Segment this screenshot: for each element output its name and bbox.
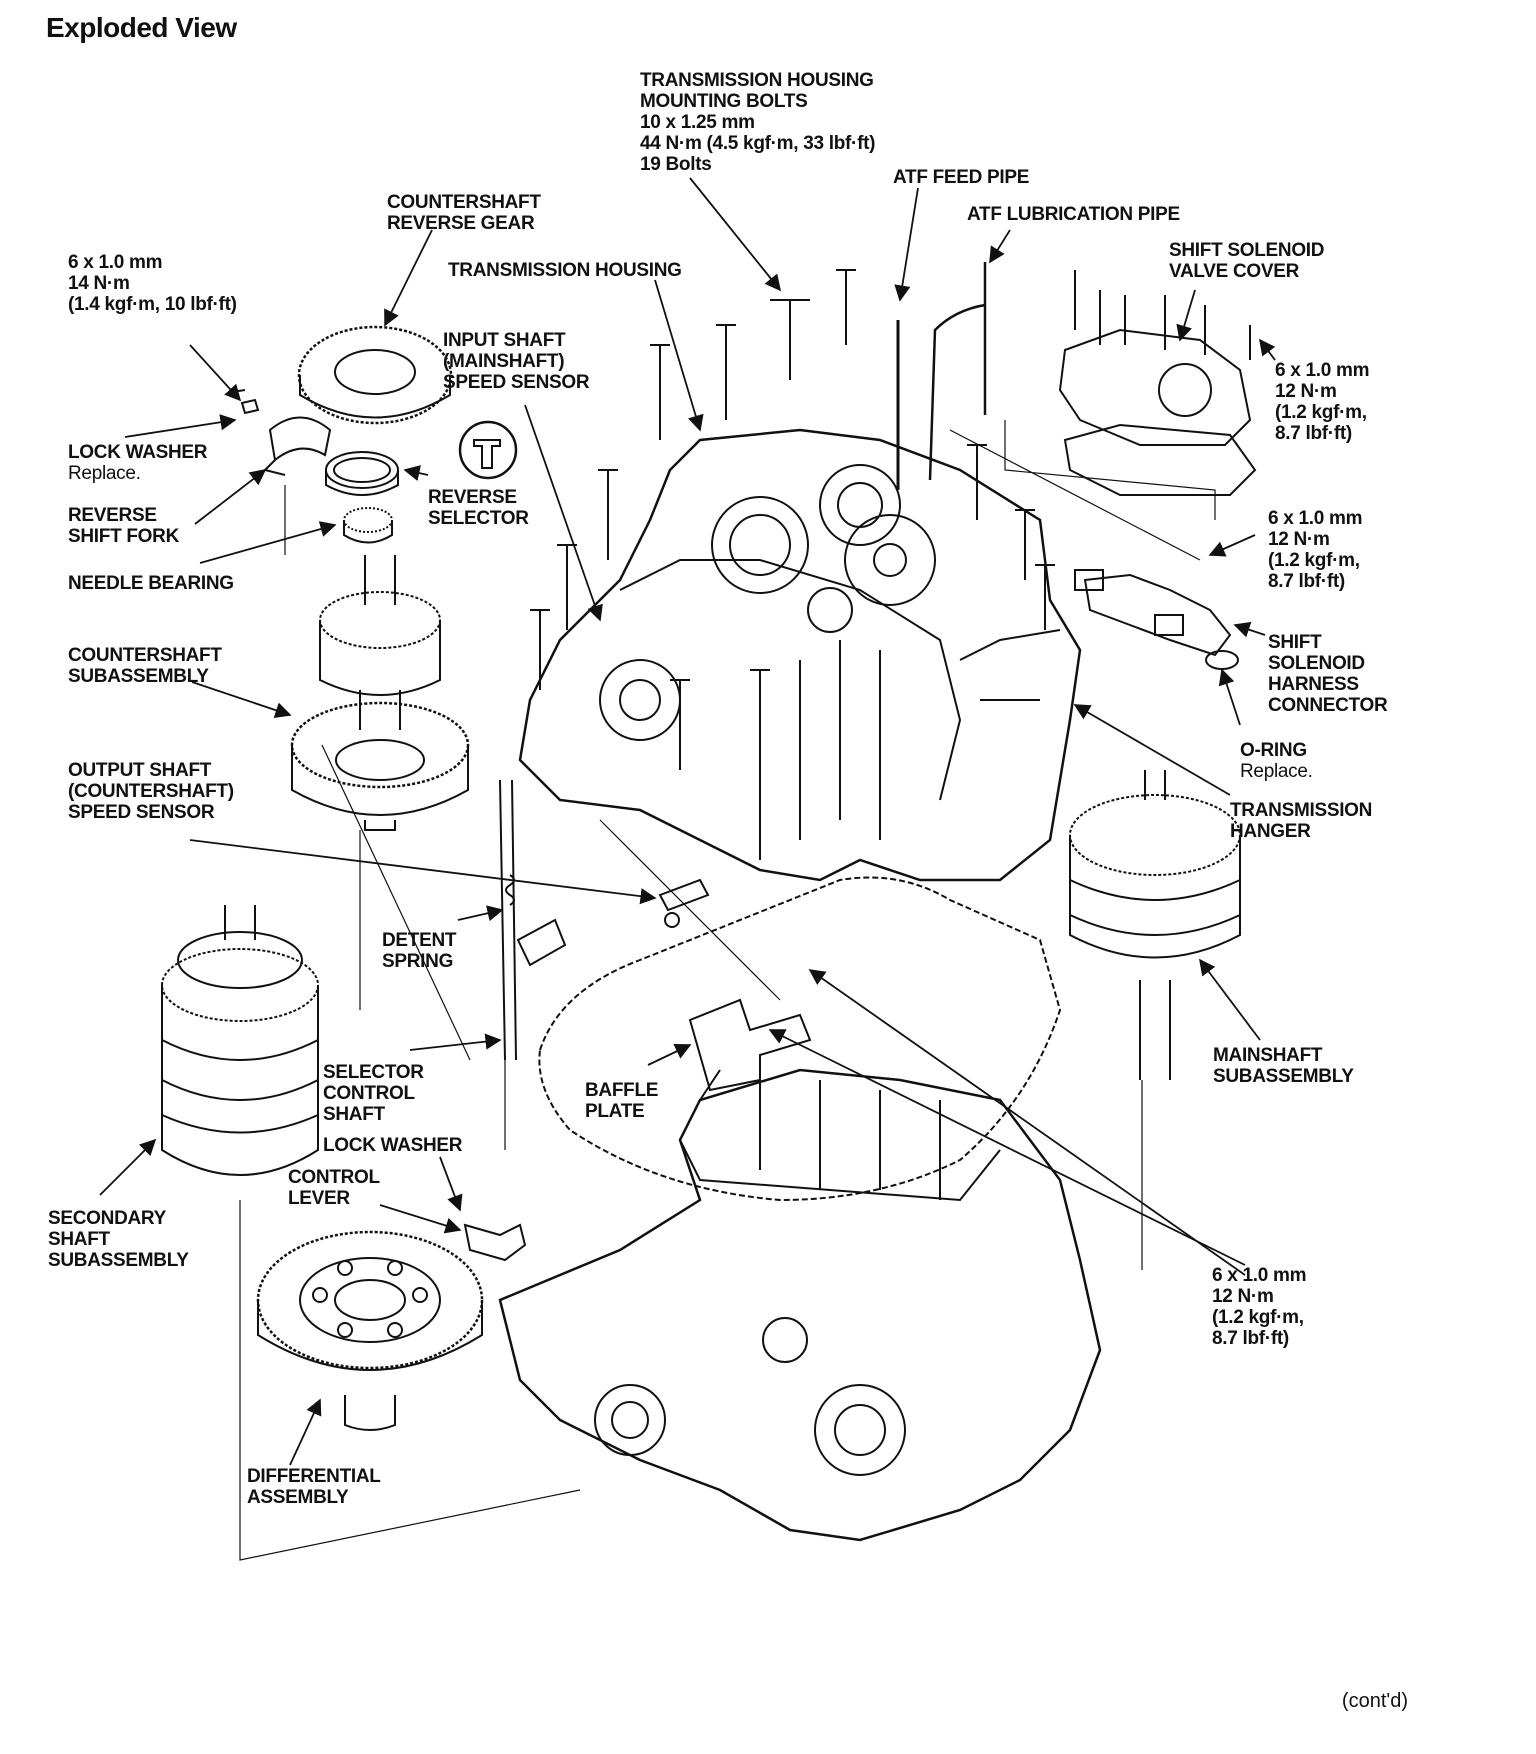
shift-solenoid-harness-connector	[1074, 569, 1239, 670]
label-atf-lubrication-pipe: ATF LUBRICATION PIPE	[967, 204, 1180, 225]
label-transmission-hanger: TRANSMISSION HANGER	[1230, 800, 1373, 842]
label-replace-2: Replace.	[1240, 761, 1313, 782]
transmission-housing	[518, 428, 1082, 882]
label-bolt-harness: 6 x 1.0 mm 12 N·m (1.2 kgf·m, 8.7 lbf·ft…	[1268, 508, 1363, 592]
label-secondary-shaft-subassembly: SECONDARY SHAFT SUBASSEMBLY	[48, 1208, 189, 1271]
label-bolt-cover: 6 x 1.0 mm 12 N·m (1.2 kgf·m, 8.7 lbf·ft…	[1275, 360, 1370, 444]
page-title: Exploded View	[46, 12, 237, 43]
lock-washer	[231, 389, 260, 415]
needle-bearing	[343, 507, 393, 544]
label-reverse-selector: REVERSE SELECTOR	[428, 487, 529, 529]
label-baffle-plate: BAFFLE PLATE	[585, 1080, 659, 1122]
label-countershaft-reverse-gear: COUNTERSHAFT REVERSE GEAR	[387, 192, 541, 234]
label-transmission-housing: TRANSMISSION HOUSING	[448, 260, 682, 281]
torque-converter-housing	[498, 1068, 1102, 1542]
case-gasket	[538, 876, 1062, 1202]
leader-lines	[99, 177, 1276, 1466]
secondary-shaft-subassembly	[161, 905, 319, 1176]
output-shaft-speed-sensor	[658, 878, 710, 928]
label-mainshaft-subassembly: MAINSHAFT SUBASSEMBLY	[1213, 1045, 1354, 1087]
shift-solenoid-valve-cover	[1058, 270, 1257, 496]
reverse-shift-fork	[263, 416, 332, 476]
label-lock-washer-2: LOCK WASHER	[323, 1135, 463, 1156]
label-replace-1: Replace.	[68, 463, 141, 484]
label-needle-bearing: NEEDLE BEARING	[68, 573, 234, 594]
reverse-selector-icon	[458, 420, 518, 480]
label-atf-feed-pipe: ATF FEED PIPE	[893, 167, 1030, 188]
countershaft-subassembly	[290, 555, 470, 831]
assembly-lines	[239, 420, 1216, 1561]
differential-assembly	[256, 1230, 484, 1431]
continued-note: (cont'd)	[1341, 1690, 1408, 1712]
label-o-ring: O-RING	[1240, 740, 1307, 761]
label-input-shaft-speed-sensor: INPUT SHAFT (MAINSHAFT) SPEED SENSOR	[443, 330, 590, 393]
label-countershaft-subassembly: COUNTERSHAFT SUBASSEMBLY	[68, 645, 222, 687]
countershaft-reverse-gear	[297, 325, 453, 425]
label-shift-solenoid-harness-connector: SHIFT SOLENOID HARNESS CONNECTOR	[1268, 632, 1388, 716]
label-shift-solenoid-valve-cover: SHIFT SOLENOID VALVE COVER	[1169, 240, 1325, 282]
mainshaft-subassembly	[1069, 770, 1241, 1080]
label-housing-mounting-bolts: TRANSMISSION HOUSING MOUNTING BOLTS 10 x…	[640, 70, 876, 175]
housing-bolts	[530, 269, 1055, 770]
label-bolt-baffle: 6 x 1.0 mm 12 N·m (1.2 kgf·m, 8.7 lbf·ft…	[1212, 1265, 1307, 1349]
label-lock-washer-1: LOCK WASHER	[68, 442, 208, 463]
selector-control-shaft	[499, 779, 517, 1061]
label-selector-control-shaft: SELECTOR CONTROL SHAFT	[323, 1062, 424, 1125]
label-reverse-shift-fork: REVERSE SHIFT FORK	[68, 505, 179, 547]
reverse-selector-ring	[325, 451, 399, 496]
label-output-shaft-speed-sensor: OUTPUT SHAFT (COUNTERSHAFT) SPEED SENSOR	[68, 760, 234, 823]
atf-lubrication-pipe	[928, 262, 987, 481]
baffle-plate	[688, 998, 812, 1092]
label-differential-assembly: DIFFERENTIAL ASSEMBLY	[247, 1466, 381, 1508]
control-lever	[463, 1223, 527, 1262]
label-bolt-14nm: 6 x 1.0 mm 14 N·m (1.4 kgf·m, 10 lbf·ft)	[68, 252, 237, 315]
label-detent-spring: DETENT SPRING	[382, 930, 457, 972]
label-control-lever: CONTROL LEVER	[288, 1167, 380, 1209]
